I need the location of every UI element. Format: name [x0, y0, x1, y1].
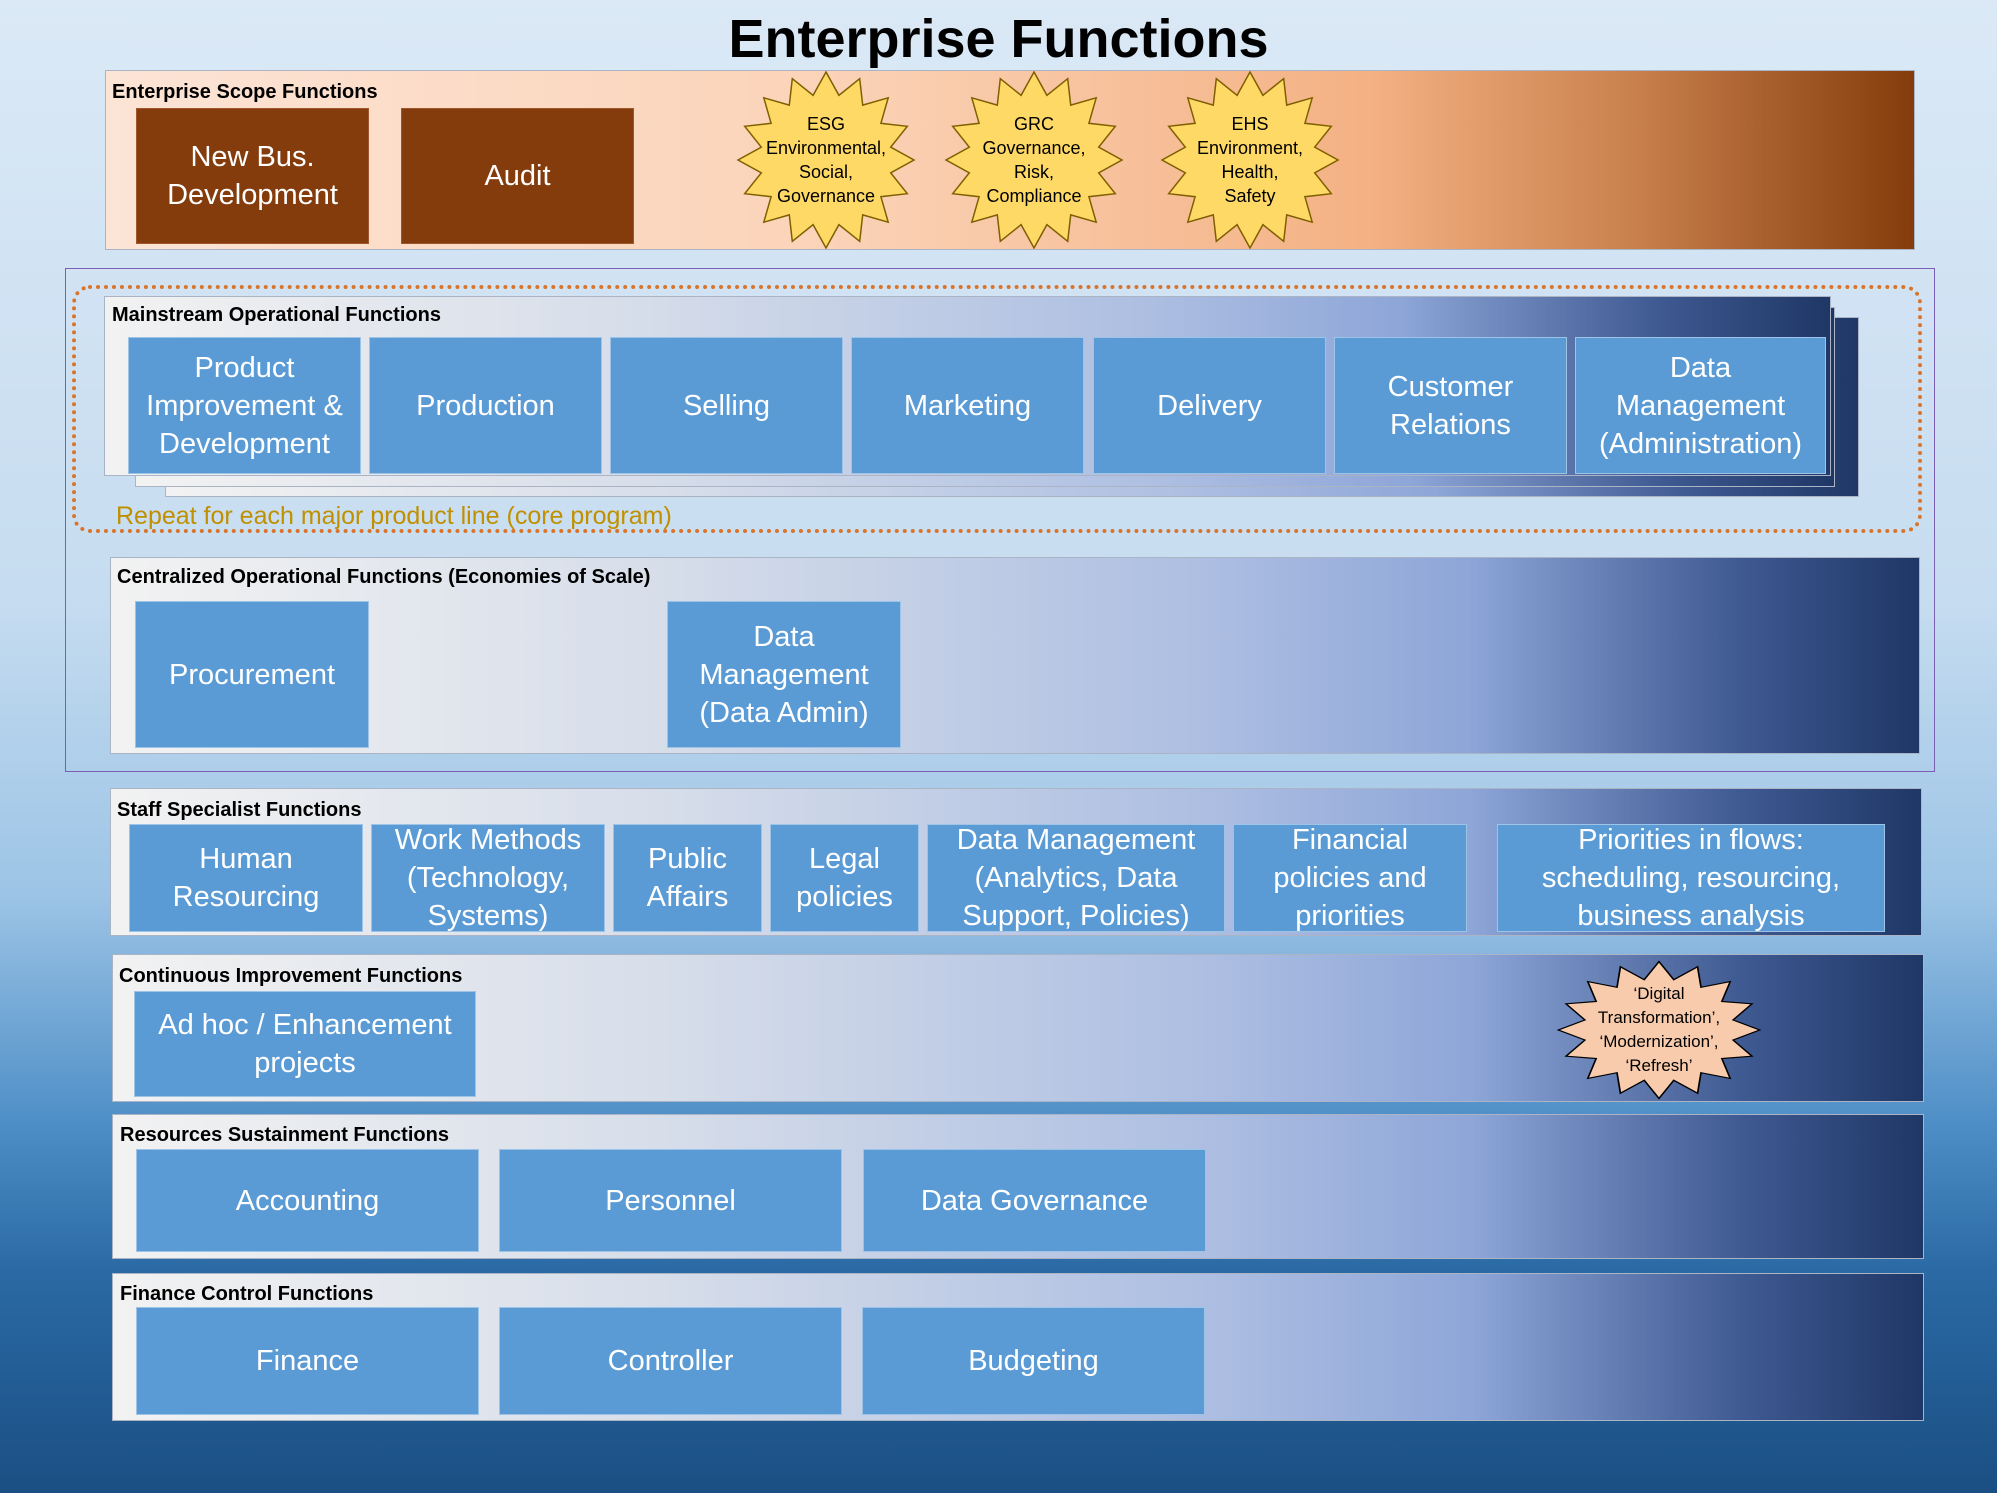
esg-label: ESG Environmental, Social, Governance	[765, 114, 887, 206]
work-methods-box: Work Methods (Technology, Systems)	[371, 824, 605, 932]
enterprise-scope-label: Enterprise Scope Functions	[112, 81, 378, 103]
centralized-band: Centralized Operational Functions (Econo…	[110, 557, 1920, 754]
mainstream-label: Mainstream Operational Functions	[112, 304, 441, 326]
digital-transformation-label: ‘Digital Transformation’, ‘Modernization…	[1597, 984, 1721, 1075]
repeat-note: Repeat for each major product line (core…	[116, 502, 672, 530]
procurement-box: Procurement	[135, 601, 369, 748]
starburst-shape	[736, 70, 916, 250]
continuous-improvement-label: Continuous Improvement Functions	[119, 965, 463, 987]
product-improvement-box: Product Improvement & Development	[128, 337, 361, 474]
data-governance-box: Data Governance	[863, 1149, 1206, 1252]
priorities-in-flows-box: Priorities in flows: scheduling, resourc…	[1497, 824, 1885, 932]
controller-box: Controller	[499, 1307, 842, 1415]
new-business-development-box: New Bus. Development	[136, 108, 369, 244]
grc-starburst: GRC Governance, Risk, Compliance	[944, 70, 1124, 250]
resources-sustainment-label: Resources Sustainment Functions	[120, 1124, 449, 1146]
ad-hoc-enhancement-box: Ad hoc / Enhancement projects	[134, 991, 476, 1097]
legal-policies-box: Legal policies	[770, 824, 919, 932]
finance-control-label: Finance Control Functions	[120, 1283, 374, 1305]
product-line-repeat-frame	[72, 285, 1922, 533]
ehs-label: EHS Environment, Health, Safety	[1196, 114, 1304, 206]
starburst-shape	[1556, 960, 1762, 1100]
financial-policies-box: Financial policies and priorities	[1233, 824, 1467, 932]
esg-starburst: ESG Environmental, Social, Governance	[736, 70, 916, 250]
delivery-box: Delivery	[1093, 337, 1326, 474]
personnel-box: Personnel	[499, 1149, 842, 1252]
data-management-data-admin-box: Data Management (Data Admin)	[667, 601, 901, 748]
customer-relations-box: Customer Relations	[1334, 337, 1567, 474]
staff-specialist-label: Staff Specialist Functions	[117, 799, 362, 821]
accounting-box: Accounting	[136, 1149, 479, 1252]
starburst-shape	[944, 70, 1124, 250]
production-box: Production	[369, 337, 602, 474]
selling-box: Selling	[610, 337, 843, 474]
marketing-box: Marketing	[851, 337, 1084, 474]
operational-functions-frame	[65, 268, 1935, 772]
page-title: Enterprise Functions	[728, 9, 1269, 69]
grc-label: GRC Governance, Risk, Compliance	[982, 114, 1086, 206]
budgeting-box: Budgeting	[862, 1307, 1205, 1415]
data-management-analytics-box: Data Management (Analytics, Data Support…	[927, 824, 1225, 932]
audit-box: Audit	[401, 108, 634, 244]
starburst-shape	[1160, 70, 1340, 250]
finance-box: Finance	[136, 1307, 479, 1415]
centralized-label: Centralized Operational Functions (Econo…	[117, 566, 651, 588]
digital-transformation-starburst: ‘Digital Transformation’, ‘Modernization…	[1556, 960, 1762, 1100]
ehs-starburst: EHS Environment, Health, Safety	[1160, 70, 1340, 250]
public-affairs-box: Public Affairs	[613, 824, 762, 932]
human-resourcing-box: Human Resourcing	[129, 824, 363, 932]
data-management-administration-box: Data Management (Administration)	[1575, 337, 1826, 474]
